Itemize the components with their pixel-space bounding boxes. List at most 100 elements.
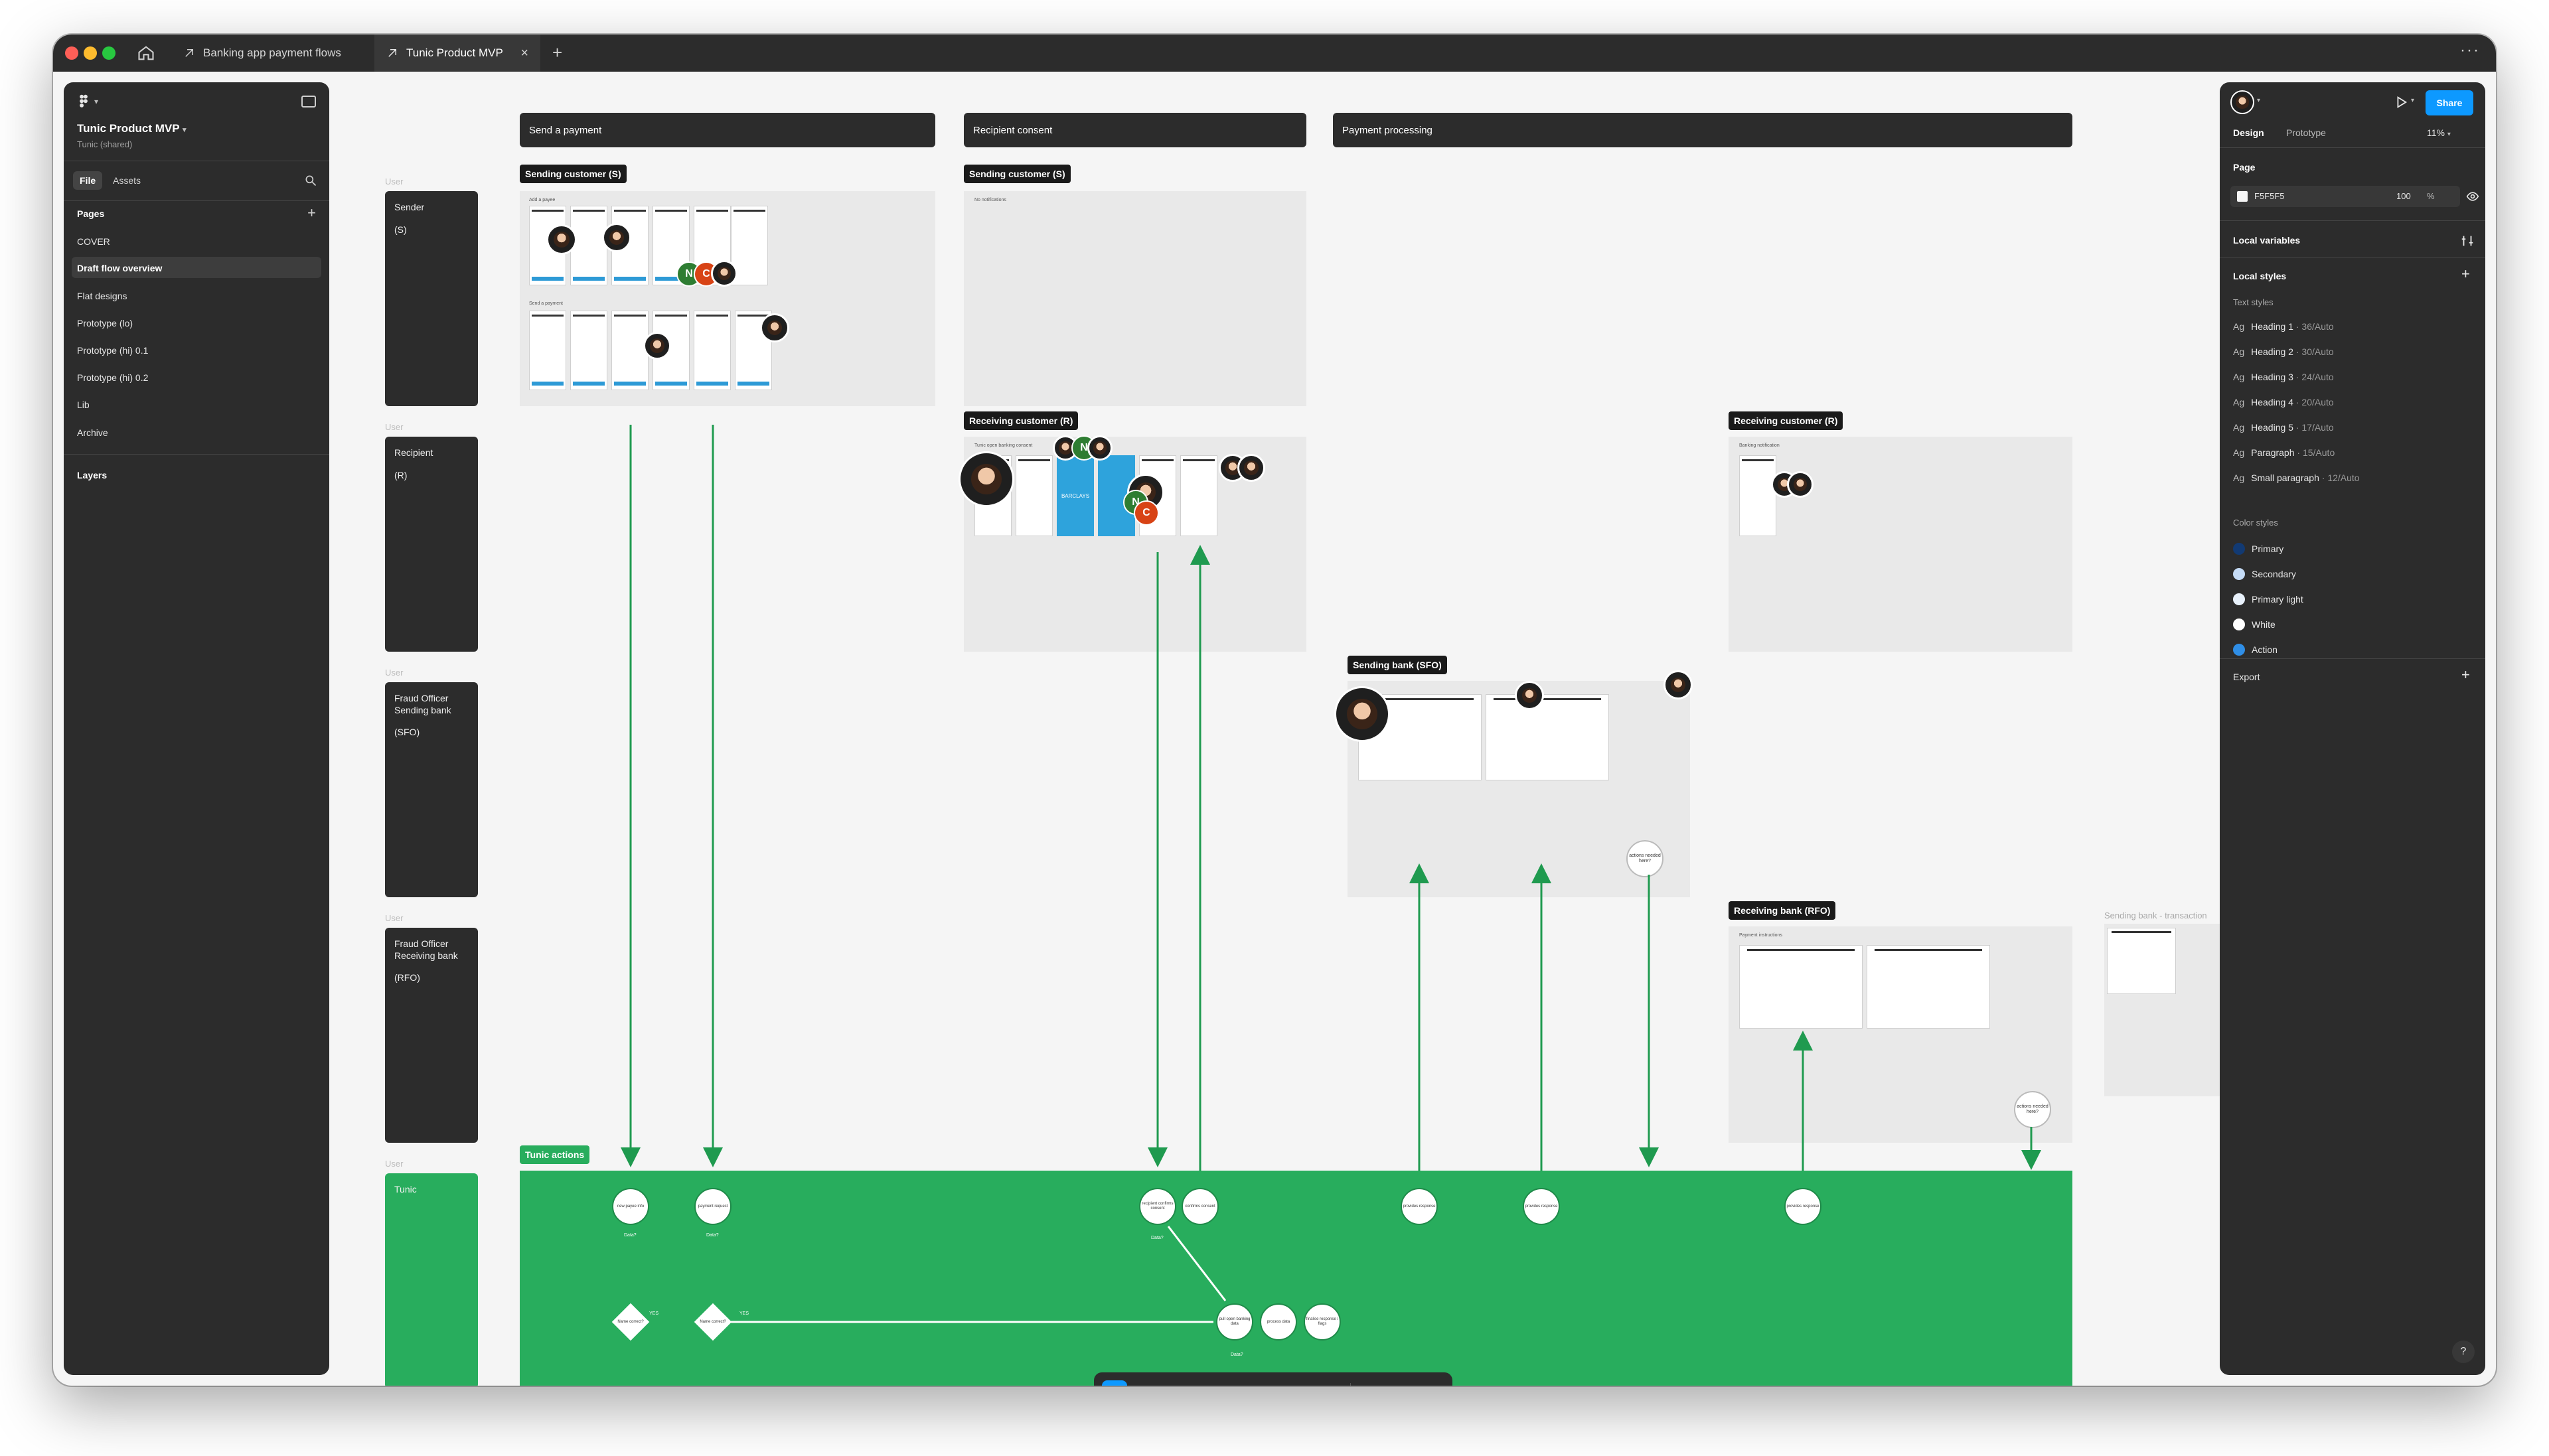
node-process-data[interactable]: process data bbox=[1260, 1303, 1297, 1341]
color-style-item[interactable]: White bbox=[2233, 619, 2276, 630]
page-item-flat-designs[interactable]: Flat designs bbox=[77, 291, 127, 301]
decision-name-correct[interactable]: Name correct? bbox=[694, 1303, 732, 1341]
frame-offcanvas[interactable] bbox=[2104, 924, 2220, 1096]
collaborator-avatar[interactable] bbox=[711, 260, 737, 287]
export-heading[interactable]: Export bbox=[2233, 672, 2260, 682]
frame-receiving-bank[interactable]: Payment instructions actions needed here… bbox=[1729, 926, 2072, 1143]
node-recipient-confirms-consent[interactable]: recipient confirms consent bbox=[1139, 1188, 1176, 1225]
page-item-prototype-lo[interactable]: Prototype (lo) bbox=[77, 318, 133, 328]
page-item-lib[interactable]: Lib bbox=[77, 400, 90, 410]
tab-prototype[interactable]: Prototype bbox=[2286, 127, 2326, 138]
collaborator-avatar-c[interactable]: C bbox=[1134, 500, 1159, 526]
close-window-button[interactable] bbox=[65, 46, 78, 60]
page-item-archive[interactable]: Archive bbox=[77, 427, 108, 438]
tab-tunic-mvp[interactable]: Tunic Product MVP × bbox=[374, 35, 540, 72]
more-options-icon[interactable]: ··· bbox=[2460, 41, 2480, 59]
collaborator-avatar[interactable] bbox=[1237, 454, 1265, 482]
lane-tunic[interactable]: Tunic bbox=[385, 1173, 478, 1386]
collaborator-avatar[interactable] bbox=[760, 313, 789, 342]
search-icon[interactable] bbox=[304, 174, 317, 187]
lane-fraud-officer-sending[interactable]: Fraud Officer Sending bank(SFO) bbox=[385, 682, 478, 897]
section-recipient-consent[interactable]: Recipient consent bbox=[964, 113, 1306, 147]
file-name[interactable]: Tunic Product MVP ▾ bbox=[77, 122, 187, 135]
share-button[interactable]: Share bbox=[2426, 90, 2473, 115]
color-style-item[interactable]: Primary light bbox=[2233, 593, 2303, 605]
node-finalise-response[interactable]: finalise response / flags bbox=[1304, 1303, 1341, 1341]
zoom-level[interactable]: 11% ▾ bbox=[2427, 127, 2451, 138]
canvas[interactable]: User Sender(S) User Recipient(R) User Fr… bbox=[53, 72, 2496, 1386]
variables-settings-icon[interactable] bbox=[2460, 234, 2475, 248]
tab-design[interactable]: Design bbox=[2233, 127, 2264, 138]
collaborator-avatar[interactable] bbox=[1515, 681, 1544, 710]
color-style-item[interactable]: Action bbox=[2233, 644, 2278, 656]
lane-fraud-officer-receiving[interactable]: Fraud Officer Receiving bank(RFO) bbox=[385, 928, 478, 1143]
frame-sending-customer[interactable]: Add a payee Send a payment N C bbox=[520, 191, 935, 406]
dev-mode-icon[interactable] bbox=[1356, 1380, 1381, 1386]
node-provides-response[interactable]: provides response bbox=[1401, 1188, 1438, 1225]
page-item-prototype-hi-01[interactable]: Prototype (hi) 0.1 bbox=[77, 345, 149, 356]
pen-tool-icon[interactable] bbox=[1219, 1380, 1245, 1386]
main-menu-button[interactable]: ▾ bbox=[77, 94, 98, 109]
minimize-window-button[interactable] bbox=[84, 46, 97, 60]
frame-label-sending-customer-2[interactable]: Sending customer (S) bbox=[964, 165, 1071, 183]
tab-file[interactable]: File bbox=[73, 171, 103, 190]
node-confirms-consent[interactable]: confirms consent bbox=[1182, 1188, 1219, 1225]
decision-name-correct[interactable]: Name correct? bbox=[611, 1303, 650, 1341]
chevron-down-icon[interactable]: ▾ bbox=[2411, 97, 2415, 104]
section-send-payment[interactable]: Send a payment bbox=[520, 113, 935, 147]
page-color-field[interactable]: F5F5F5 100 % bbox=[2230, 186, 2460, 207]
collaborator-avatar[interactable] bbox=[602, 223, 631, 252]
color-style-item[interactable]: Secondary bbox=[2233, 568, 2296, 580]
frame-label-receiving-customer-2[interactable]: Receiving customer (R) bbox=[1729, 411, 1843, 430]
eye-icon[interactable] bbox=[2465, 190, 2480, 203]
collaborator-avatar[interactable] bbox=[643, 332, 671, 360]
color-style-item[interactable]: Primary bbox=[2233, 543, 2283, 555]
page-item-cover[interactable]: COVER bbox=[77, 236, 110, 247]
chevron-down-icon[interactable]: ▾ bbox=[2257, 97, 2261, 104]
frame-receiving-customer-2[interactable]: Banking notification bbox=[1729, 437, 2072, 652]
add-page-icon[interactable]: + bbox=[307, 204, 316, 221]
home-icon[interactable] bbox=[137, 44, 155, 66]
tab-assets[interactable]: Assets bbox=[113, 175, 141, 186]
frame-receiving-customer[interactable]: Tunic open banking consent BARCLAYS N N … bbox=[959, 435, 1306, 652]
collaborator-avatar[interactable] bbox=[1087, 435, 1113, 461]
rectangle-tool-icon[interactable] bbox=[1180, 1380, 1205, 1386]
node-pull-open-banking-data[interactable]: pull open banking data bbox=[1216, 1303, 1253, 1341]
toggle-sidebar-icon[interactable] bbox=[301, 96, 316, 108]
local-variables-heading[interactable]: Local variables bbox=[2233, 235, 2301, 246]
collaborator-avatar[interactable] bbox=[546, 224, 577, 255]
node-payment-request[interactable]: payment request bbox=[694, 1188, 732, 1225]
node-new-payee-info[interactable]: new payee info bbox=[612, 1188, 649, 1225]
lane-recipient[interactable]: Recipient(R) bbox=[385, 437, 478, 652]
help-button[interactable]: ? bbox=[2452, 1341, 2475, 1363]
user-avatar[interactable] bbox=[2230, 90, 2254, 114]
collaborator-avatar[interactable] bbox=[1663, 670, 1693, 699]
section-payment-processing[interactable]: Payment processing bbox=[1333, 113, 2072, 147]
collaborator-avatar[interactable] bbox=[1334, 686, 1390, 742]
frame-label-offcanvas[interactable]: Sending bank - transaction bbox=[2104, 910, 2207, 920]
node-provides-response[interactable]: provides response bbox=[1523, 1188, 1560, 1225]
new-tab-icon[interactable]: + bbox=[552, 42, 563, 62]
note-actions-needed[interactable]: actions needed here? bbox=[2014, 1091, 2051, 1128]
page-item-prototype-hi-02[interactable]: Prototype (hi) 0.2 bbox=[77, 372, 149, 383]
frame-label-receiving-customer[interactable]: Receiving customer (R) bbox=[964, 411, 1079, 430]
lane-sender[interactable]: Sender(S) bbox=[385, 191, 478, 406]
frame-label-tunic-actions[interactable]: Tunic actions bbox=[520, 1145, 590, 1164]
note-actions-needed[interactable]: actions needed here? bbox=[1626, 840, 1663, 877]
text-tool-icon[interactable] bbox=[1259, 1380, 1284, 1386]
page-item-draft-flow[interactable]: Draft flow overview bbox=[77, 263, 163, 273]
node-provides-response[interactable]: provides response bbox=[1784, 1188, 1821, 1225]
tab-banking-flows[interactable]: Banking app payment flows bbox=[171, 35, 370, 72]
comment-tool-icon[interactable] bbox=[1289, 1380, 1314, 1386]
frame-label-sending-bank[interactable]: Sending bank (SFO) bbox=[1348, 656, 1447, 674]
move-tool-icon[interactable] bbox=[1102, 1380, 1127, 1386]
collaborator-avatar[interactable] bbox=[1787, 471, 1814, 498]
frame-sending-bank[interactable]: actions needed here? bbox=[1334, 670, 1693, 897]
add-export-icon[interactable]: + bbox=[2461, 666, 2470, 683]
frame-label-receiving-bank[interactable]: Receiving bank (RFO) bbox=[1729, 901, 1836, 920]
